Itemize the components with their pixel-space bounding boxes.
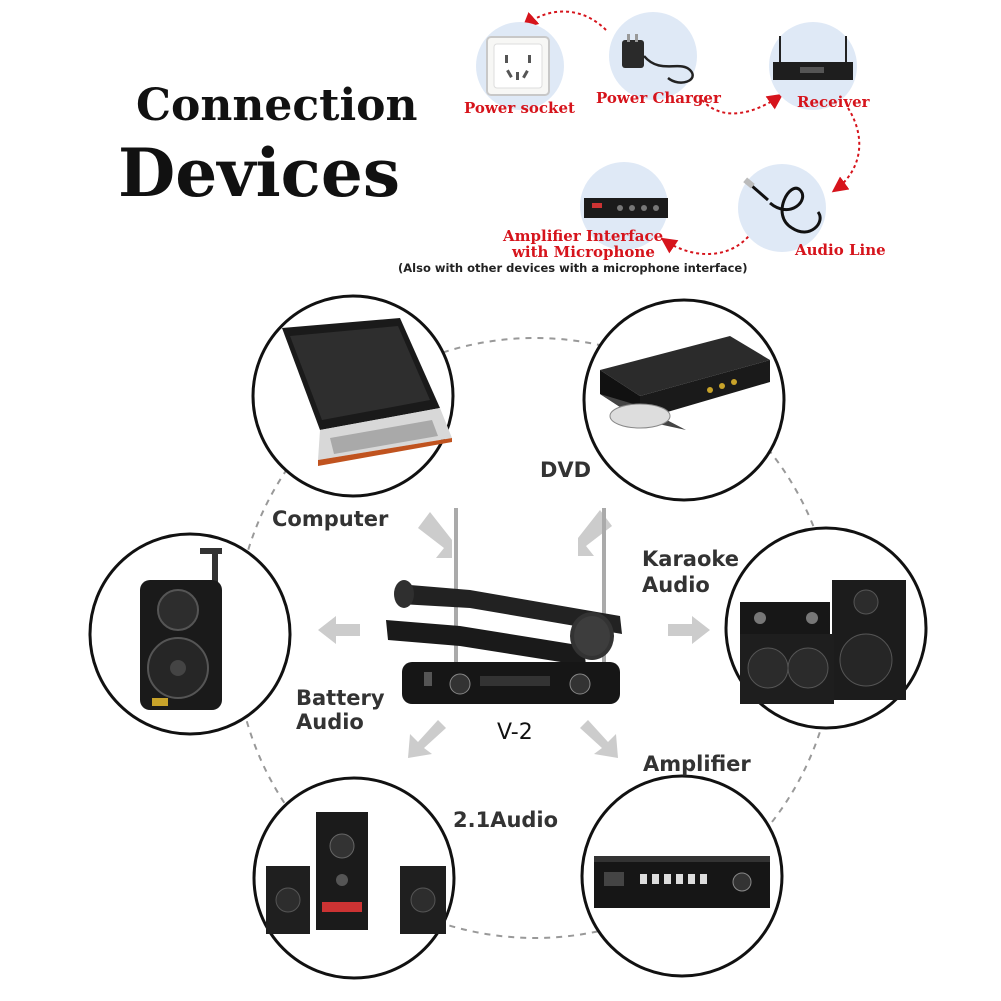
flow-arrow-receiver-to-audioline xyxy=(831,107,861,193)
title-line-2: Devices xyxy=(118,134,400,212)
battery-audio-label-line-1: Battery xyxy=(296,686,385,710)
battery-audio-label-line-2: Audio xyxy=(296,710,364,734)
power-socket-icon xyxy=(476,22,564,110)
karaoke-label-line-1: Karaoke xyxy=(642,547,740,571)
amplifier-device-icon xyxy=(580,774,784,978)
receiver-unit xyxy=(402,662,620,704)
flow-arrow-audioline-to-amplifier xyxy=(660,231,753,255)
amplifier-label: Amplifier xyxy=(643,752,751,776)
arrow-to-karaoke xyxy=(668,616,710,644)
karaoke-label-line-2: Audio xyxy=(642,573,710,597)
microphone-2 xyxy=(386,612,614,666)
receiver-label: Receiver xyxy=(797,93,870,111)
computer-device-icon xyxy=(251,294,455,498)
karaoke-audio-device-icon xyxy=(724,526,928,730)
power-charger-icon xyxy=(609,12,697,100)
computer-label: Computer xyxy=(272,507,389,531)
arrow-to-audio21 xyxy=(408,720,446,758)
arrow-to-battery xyxy=(318,616,360,644)
arrow-to-dvd xyxy=(578,510,612,556)
device-hub-diagram xyxy=(88,294,928,980)
connection-flow-diagram xyxy=(476,10,861,255)
arrow-to-amplifier xyxy=(580,720,618,758)
dvd-device-icon xyxy=(582,298,786,502)
amplifier-interface-label-line-2: with Microphone xyxy=(512,243,655,261)
amplifier-interface-icon xyxy=(580,162,668,250)
audio21-device-icon xyxy=(252,776,456,980)
direction-arrows xyxy=(318,510,710,758)
audio-line-label: Audio Line xyxy=(795,241,886,259)
power-charger-label: Power Charger xyxy=(596,89,721,107)
title-line-1: Connection xyxy=(136,80,418,131)
compatibility-note: (Also with other devices with a micropho… xyxy=(398,261,748,275)
wireless-microphone-system-icon xyxy=(386,508,622,704)
amplifier-interface-label-line-1: Amplifier Interface xyxy=(503,227,664,245)
arrow-to-computer xyxy=(418,512,452,558)
power-socket-label: Power socket xyxy=(464,99,575,117)
audio-line-icon xyxy=(738,164,826,252)
microphone-1 xyxy=(394,580,622,634)
battery-audio-device-icon xyxy=(88,532,292,736)
dvd-label: DVD xyxy=(540,458,592,482)
model-label: V-2 xyxy=(497,720,533,745)
flow-arrow-charger-to-receiver xyxy=(701,93,784,115)
audio21-label: 2.1Audio xyxy=(453,808,559,832)
receiver-icon xyxy=(769,22,857,110)
